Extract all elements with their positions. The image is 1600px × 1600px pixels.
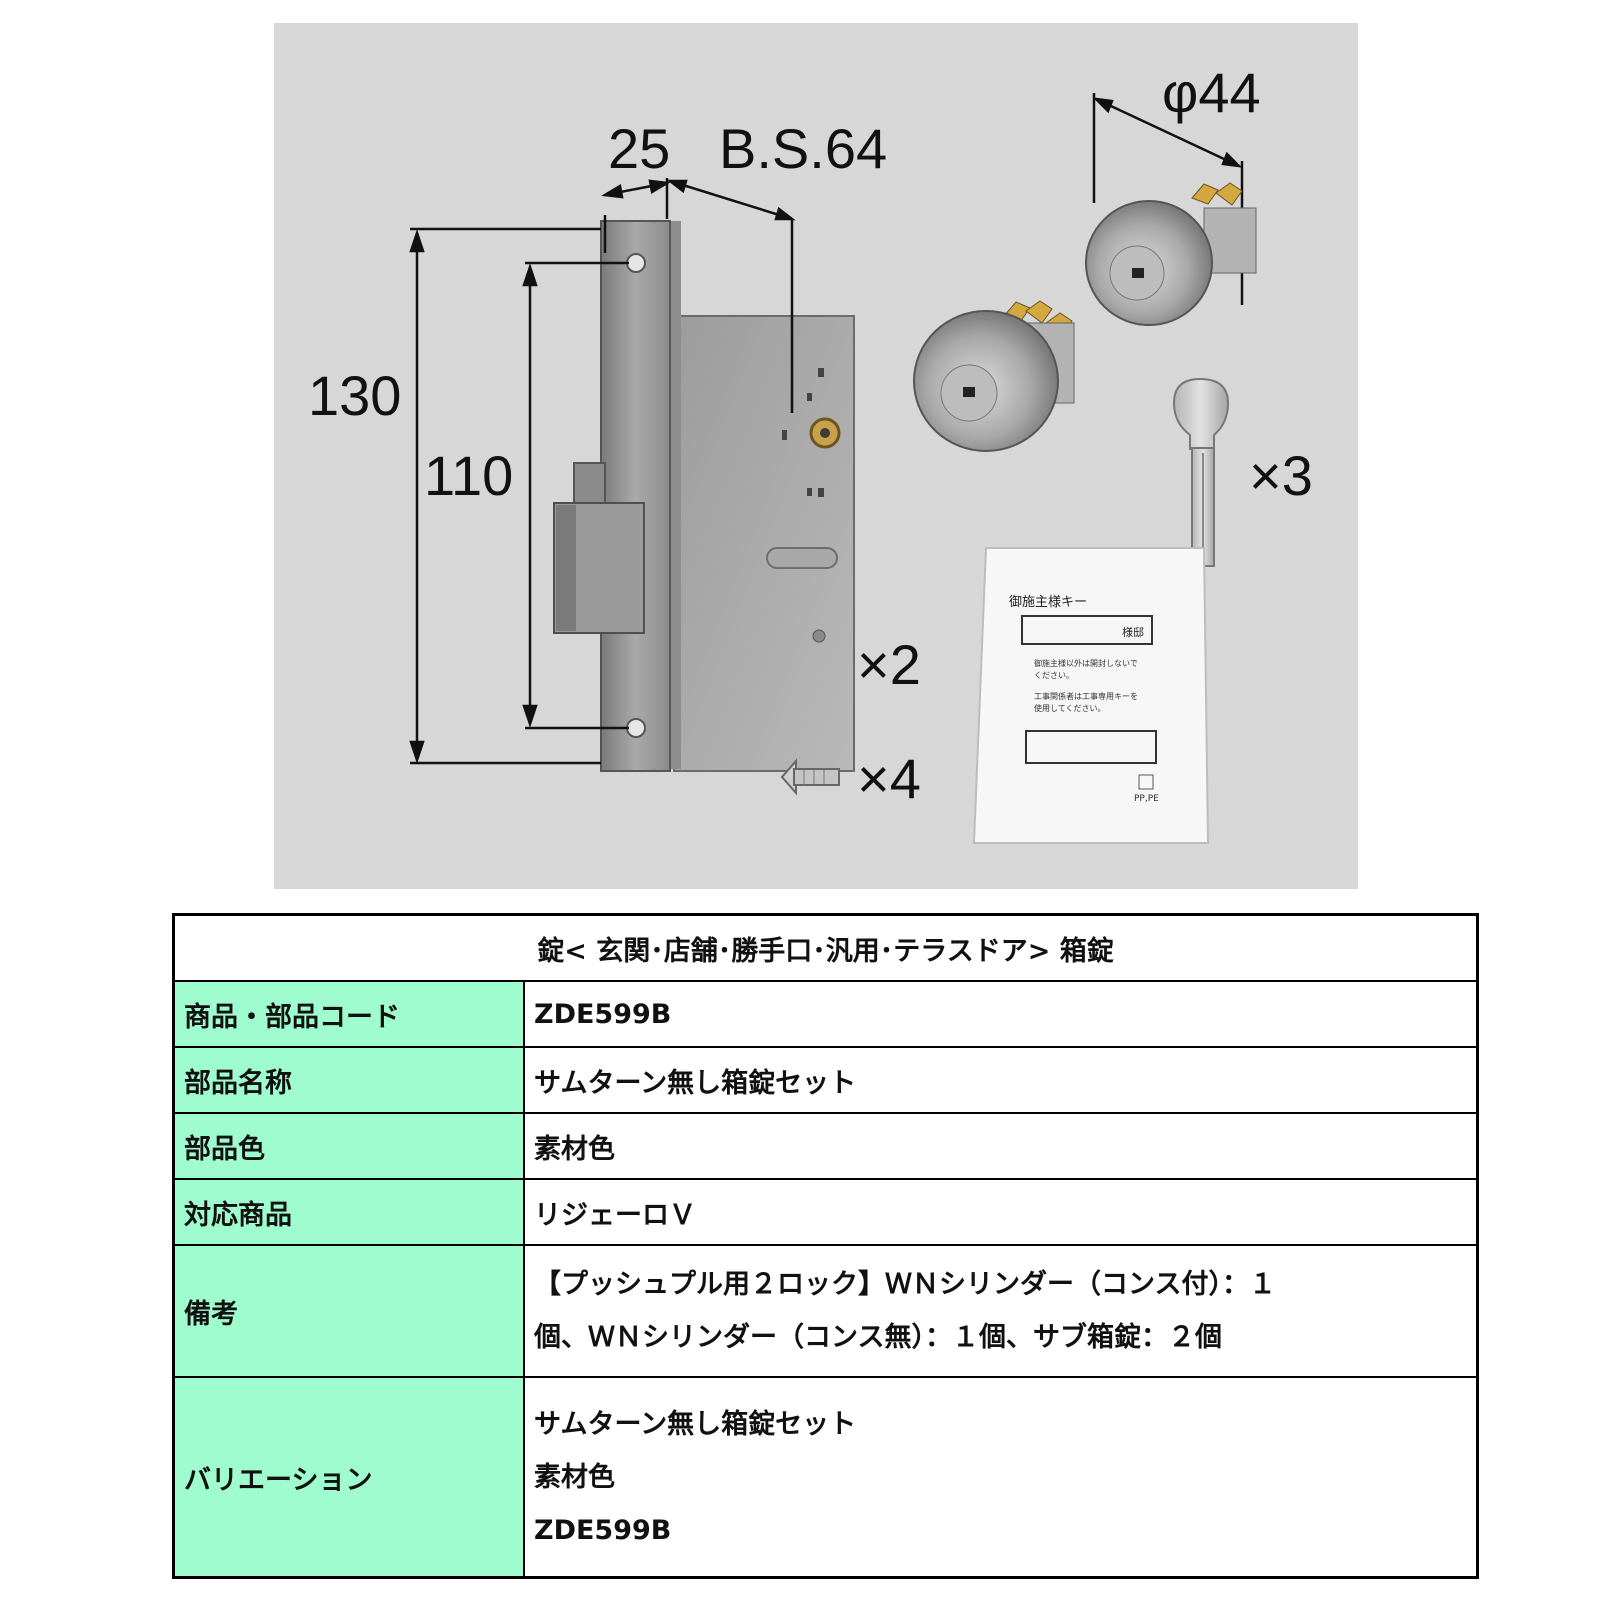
dim-backset: B.S.64	[719, 117, 888, 180]
variation-line-2: 素材色	[534, 1461, 615, 1493]
value-part-name: サムターン無し箱錠セット	[523, 1046, 1479, 1114]
value-compatible-product: リジェーロＶ	[523, 1178, 1479, 1246]
product-illustration: 御施主様キー 様邸 御施主様以外は開封しないで ください。 工事関係者は工事専用…	[409, 93, 1257, 844]
mortise-lock-body	[669, 221, 855, 772]
qty-keys: ×3	[1249, 444, 1313, 507]
screw	[780, 758, 840, 796]
qty-screws: ×4	[857, 747, 921, 810]
recycle-mark: PP,PE	[1134, 794, 1159, 804]
dim-screw-pitch: 110	[424, 444, 514, 507]
faceplate	[553, 220, 671, 772]
table-row: 対応商品 リジェーロＶ	[172, 1178, 1479, 1246]
key-bag-title: 御施主様キー	[1009, 595, 1087, 610]
key-bag-note-3: 工事関係者は工事専用キーを	[1034, 691, 1138, 701]
spec-table: 錠< 玄関･店舗･勝手口･汎用･テラスドア> 箱錠 商品・部品コード ZDE59…	[172, 913, 1479, 1579]
cylinder-upper	[1085, 182, 1257, 326]
qty-sub-locks: ×2	[857, 633, 921, 696]
dim-height-total: 130	[308, 364, 402, 427]
owner-key-bag: 御施主様キー 様邸 御施主様以外は開封しないで ください。 工事関係者は工事専用…	[972, 547, 1210, 844]
variation-line-1: サムターン無し箱錠セット	[534, 1408, 857, 1440]
table-row: 部品色 素材色	[172, 1112, 1479, 1180]
dim-diameter: φ44	[1162, 61, 1261, 124]
remarks-line-1: 【プッシュプル用２ロック】ＷＮシリンダー（コンス付）：１	[534, 1269, 1276, 1300]
label-part-name: 部品名称	[172, 1046, 525, 1114]
remarks-line-2: 個、ＷＮシリンダー（コンス無）：１個、サブ箱錠：２個	[534, 1322, 1222, 1353]
dim-faceplate-width: 25	[608, 117, 671, 180]
key-bag-note-1: 御施主様以外は開封しないで	[1034, 658, 1138, 668]
table-row: 部品名称 サムターン無し箱錠セット	[172, 1046, 1479, 1114]
table-header-row: 錠< 玄関･店舗･勝手口･汎用･テラスドア> 箱錠	[172, 913, 1479, 982]
value-remarks: 【プッシュプル用２ロック】ＷＮシリンダー（コンス付）：１ 個、ＷＮシリンダー（コ…	[523, 1244, 1479, 1378]
table-header: 錠< 玄関･店舗･勝手口･汎用･テラスドア> 箱錠	[172, 913, 1479, 982]
table-row: 商品・部品コード ZDE599B	[172, 980, 1479, 1048]
table-row: バリエーション サムターン無し箱錠セット 素材色 ZDE599B	[172, 1376, 1479, 1579]
product-photo: 御施主様キー 様邸 御施主様以外は開封しないで ください。 工事関係者は工事専用…	[274, 23, 1358, 889]
key-bag-note-4: 使用してください。	[1034, 703, 1106, 713]
cylinder-lower	[913, 300, 1075, 452]
key-bag-name-label: 様邸	[1122, 625, 1144, 639]
value-product-code: ZDE599B	[523, 980, 1479, 1048]
key-bag-note-2: ください。	[1034, 671, 1074, 680]
label-part-color: 部品色	[172, 1112, 525, 1180]
label-remarks: 備考	[172, 1244, 525, 1378]
key	[1172, 377, 1230, 567]
value-part-color: 素材色	[523, 1112, 1479, 1180]
variation-line-3: ZDE599B	[534, 1514, 672, 1546]
label-variation: バリエーション	[172, 1376, 525, 1579]
label-compatible-product: 対応商品	[172, 1178, 525, 1246]
value-variation: サムターン無し箱錠セット 素材色 ZDE599B	[523, 1376, 1479, 1579]
label-product-code: 商品・部品コード	[172, 980, 525, 1048]
table-row: 備考 【プッシュプル用２ロック】ＷＮシリンダー（コンス付）：１ 個、ＷＮシリンダ…	[172, 1244, 1479, 1378]
dimension-lines	[409, 93, 1244, 765]
